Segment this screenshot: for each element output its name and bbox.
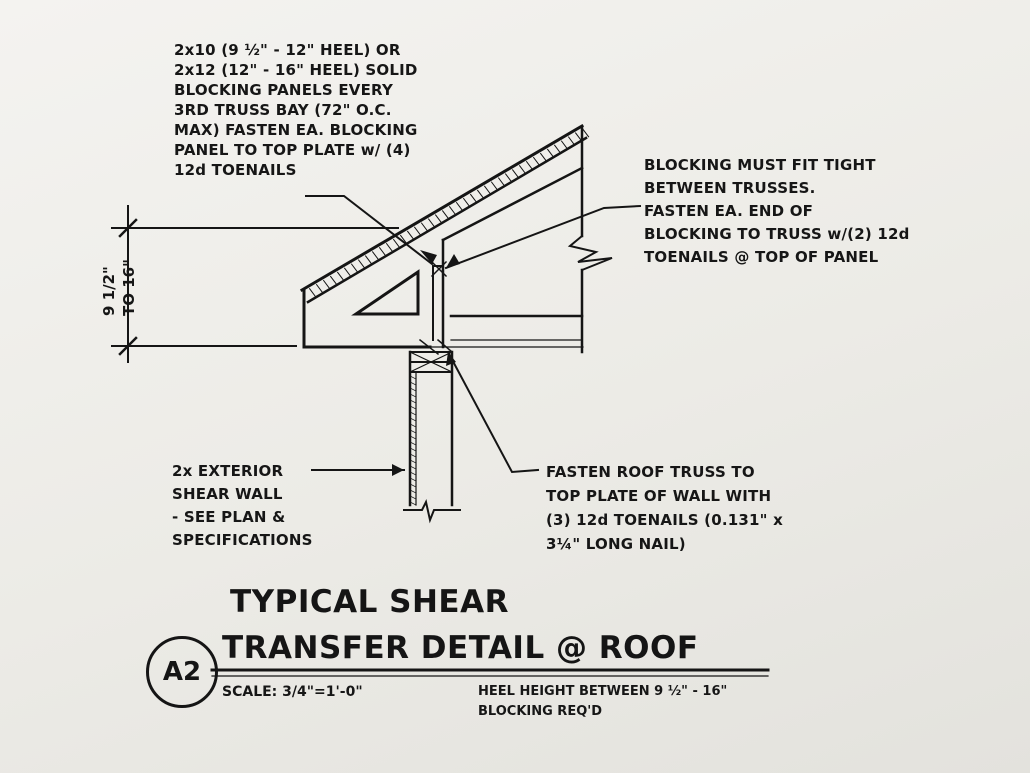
note-line: TOP PLATE OF WALL WITH [546,487,772,505]
note-line: SPECIFICATIONS [172,531,313,549]
note-line: 3RD TRUSS BAY (72" O.C. [174,101,392,119]
dimension-line-1: 9 1/2" [100,266,118,316]
detail-id: A2 [162,657,202,687]
note-blocking-fit: BLOCKING MUST FIT TIGHT BETWEEN TRUSSES.… [644,154,910,269]
heel-note-line-1: HEEL HEIGHT BETWEEN 9 ½" - 16" [478,684,728,699]
scale-label: SCALE: 3/4"=1'-0" [222,684,363,700]
detail-title-line-1: TYPICAL SHEAR [230,584,509,620]
detail-id-badge: A2 [146,636,218,708]
dimension-line-2: TO 16" [120,259,138,316]
note-line: - SEE PLAN & [172,508,286,526]
heel-dimension [111,205,399,363]
note-blocking-panels: 2x10 (9 ½" - 12" HEEL) OR 2x12 (12" - 16… [174,40,418,180]
note-shear-wall: 2x EXTERIOR SHEAR WALL - SEE PLAN & SPEC… [172,460,313,552]
note-line: FASTEN EA. END OF [644,202,814,220]
note-line: PANEL TO TOP PLATE w/ (4) [174,141,411,159]
note-line: 3¼" LONG NAIL) [546,535,686,553]
note-line: 2x12 (12" - 16" HEEL) SOLID [174,61,418,79]
note-line: BLOCKING PANELS EVERY [174,81,394,99]
dimension-label: 9 1/2" [100,266,118,316]
roof-sheathing [299,123,590,304]
note-line: 2x10 (9 ½" - 12" HEEL) OR [174,41,401,59]
note-line: BLOCKING MUST FIT TIGHT [644,156,876,174]
note-line: TOENAILS @ TOP OF PANEL [644,248,879,266]
heel-note-line-2: BLOCKING REQ'D [478,704,603,719]
note-truss-fasten: FASTEN ROOF TRUSS TO TOP PLATE OF WALL W… [546,460,783,556]
note-line: 12d TOENAILS [174,161,297,179]
note-line: BLOCKING TO TRUSS w/(2) 12d [644,225,910,243]
note-line: MAX) FASTEN EA. BLOCKING [174,121,418,139]
note-line: SHEAR WALL [172,485,283,503]
detail-title-line-2: TRANSFER DETAIL @ ROOF [222,630,699,666]
dimension-label-2: TO 16" [120,259,138,316]
leader-lines [305,195,642,474]
shear-wall [403,350,461,524]
blocking-panel [430,260,448,341]
top-plates [409,338,454,373]
note-line: (3) 12d TOENAILS (0.131" x [546,511,783,529]
note-line: FASTEN ROOF TRUSS TO [546,463,755,481]
note-line: 2x EXTERIOR [172,462,284,480]
note-line: BETWEEN TRUSSES. [644,179,816,197]
